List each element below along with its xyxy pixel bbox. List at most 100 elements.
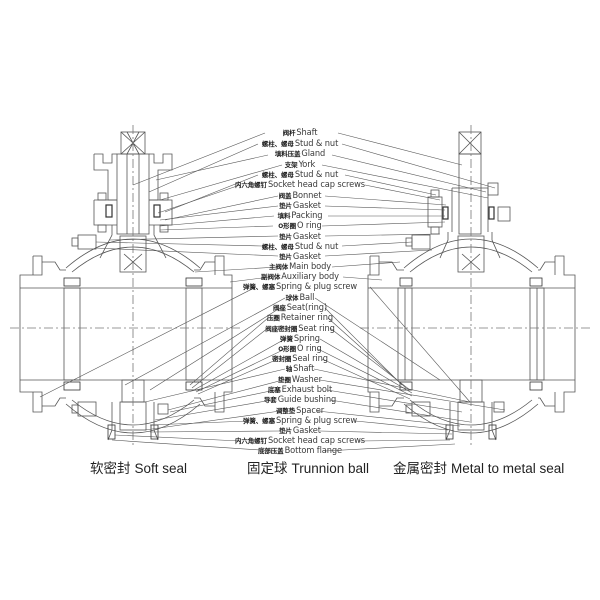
label-socket-head-cap-screws-2: 内六角螺钉Socket head cap screws bbox=[0, 436, 600, 446]
label-en: Stud & nut bbox=[294, 138, 339, 149]
label-exhaust-bolt: 底塞Exhaust bolt bbox=[0, 385, 600, 395]
label-en: Stud & nut bbox=[294, 169, 339, 180]
label-en: Socket head cap screws bbox=[268, 179, 366, 190]
label-en: Exhaust bolt bbox=[281, 384, 333, 395]
label-cn: 垫片 bbox=[279, 202, 292, 210]
label-cn: 支架 bbox=[284, 161, 298, 169]
label-cn: 调整垫 bbox=[275, 407, 296, 415]
label-en: Gasket bbox=[292, 251, 321, 262]
label-en: Shaft bbox=[296, 127, 318, 138]
label-retainer-ring: 压圈Retainer ring bbox=[0, 313, 600, 323]
label-o-ring: O形圈O ring bbox=[0, 221, 600, 231]
label-en: Guide bushing bbox=[277, 394, 337, 405]
label-socket-head-cap-screws: 内六角螺钉Socket head cap screws bbox=[0, 180, 600, 190]
label-cn: O形圈 bbox=[278, 222, 296, 230]
label-cn: 轴 bbox=[285, 365, 293, 373]
label-cn: 垫片 bbox=[279, 427, 292, 435]
caption-cn: 软密封 bbox=[90, 461, 131, 476]
label-stud-nut: 螺柱、螺母Stud & nut bbox=[0, 139, 600, 149]
label-seat-ring-holder: 阀座Seat(ring) bbox=[0, 303, 600, 313]
label-en: York bbox=[298, 159, 316, 170]
label-spacer: 调整垫Spacer bbox=[0, 406, 600, 416]
label-en: O ring bbox=[296, 343, 322, 354]
label-cn: 内六角螺钉 bbox=[234, 181, 267, 189]
label-en: Seat(ring) bbox=[286, 302, 328, 313]
label-ball: 球体Ball bbox=[0, 293, 600, 303]
label-en: Bonnet bbox=[292, 190, 322, 201]
label-cn: 阀杆 bbox=[282, 129, 296, 137]
label-en: Packing bbox=[291, 210, 323, 221]
label-o-ring-2: O形圈O ring bbox=[0, 344, 600, 354]
label-seal-ring: 密封圈Seal ring bbox=[0, 354, 600, 364]
label-cn: 导套 bbox=[263, 396, 277, 404]
label-en: Spring & plug screw bbox=[275, 415, 358, 426]
label-en: Retainer ring bbox=[280, 312, 334, 323]
label-main-body: 主阀体Main body bbox=[0, 262, 600, 272]
label-cn: 副阀体 bbox=[261, 273, 281, 281]
label-cn: 螺柱、螺母 bbox=[261, 243, 294, 251]
label-spring-plug-screw: 弹簧、螺塞Spring & plug screw bbox=[0, 282, 600, 292]
label-en: Gasket bbox=[292, 231, 321, 242]
label-packing: 填料Packing bbox=[0, 211, 600, 221]
label-gasket: 垫片Gasket bbox=[0, 201, 600, 211]
label-cn: 填料 bbox=[277, 212, 291, 220]
label-en: Gland bbox=[301, 148, 326, 159]
label-en: Gasket bbox=[292, 425, 321, 436]
label-en: Socket head cap screws bbox=[268, 435, 366, 446]
caption-en: Metal to metal seal bbox=[451, 461, 565, 476]
label-cn: 密封圈 bbox=[272, 355, 292, 363]
label-en: Washer bbox=[291, 374, 322, 385]
caption-cn: 金属密封 bbox=[393, 461, 447, 476]
label-york: 支架York bbox=[0, 160, 600, 170]
label-bottom-flange: 底部压盖Bottom flange bbox=[0, 446, 600, 456]
label-cn: 底部压盖 bbox=[257, 447, 284, 455]
label-spring-plug-screw-2: 弹簧、螺塞Spring & plug screw bbox=[0, 416, 600, 426]
label-cn: 弹簧、螺塞 bbox=[242, 283, 275, 291]
label-en: Gasket bbox=[292, 200, 321, 211]
label-stud-nut-3: 螺柱、螺母Stud & nut bbox=[0, 242, 600, 252]
label-cn: 螺柱、螺母 bbox=[261, 140, 294, 148]
label-gland: 填料压盖Gland bbox=[0, 149, 600, 159]
label-cn: 阀座 bbox=[272, 304, 286, 312]
label-cn: 压圈 bbox=[266, 314, 280, 322]
label-guide-bushing: 导套Guide bushing bbox=[0, 395, 600, 405]
label-auxiliary-body: 副阀体Auxiliary body bbox=[0, 272, 600, 282]
label-shaft-2: 轴Shaft bbox=[0, 364, 600, 374]
label-cn: 填料压盖 bbox=[274, 150, 301, 158]
right-valve-drawing bbox=[360, 125, 590, 445]
label-en: Spring bbox=[293, 333, 320, 344]
label-cn: 垫片 bbox=[279, 233, 292, 241]
left-valve-drawing bbox=[10, 125, 240, 445]
label-seat-ring: 阀座密封圈Seat ring bbox=[0, 324, 600, 334]
label-cn: 底塞 bbox=[267, 386, 281, 394]
label-cn: 内六角螺钉 bbox=[234, 437, 267, 445]
label-spring: 弹簧Spring bbox=[0, 334, 600, 344]
label-en: Bottom flange bbox=[284, 445, 343, 456]
label-en: Spring & plug screw bbox=[275, 281, 358, 292]
label-washer: 垫圈Washer bbox=[0, 375, 600, 385]
leader-lines bbox=[39, 132, 506, 452]
label-stud-nut-2: 螺柱、螺母Stud & nut bbox=[0, 170, 600, 180]
caption-metal-seal: 金属密封 Metal to metal seal bbox=[393, 457, 564, 477]
label-en: Shaft bbox=[293, 363, 315, 374]
label-cn: 球体 bbox=[285, 294, 299, 302]
label-gasket-3: 垫片Gasket bbox=[0, 252, 600, 262]
label-cn: 阀盖 bbox=[278, 192, 292, 200]
label-en: Auxiliary body bbox=[281, 271, 339, 282]
label-cn: O形圈 bbox=[278, 345, 296, 353]
caption-en: Trunnion ball bbox=[291, 461, 370, 476]
label-en: Seal ring bbox=[292, 353, 328, 364]
label-en: Main body bbox=[289, 261, 332, 272]
caption-cn: 固定球 bbox=[247, 461, 288, 476]
label-cn: 垫圈 bbox=[278, 376, 291, 384]
label-gasket-2: 垫片Gasket bbox=[0, 232, 600, 242]
label-shaft: 阀杆Shaft bbox=[0, 128, 600, 138]
label-cn: 垫片 bbox=[279, 253, 292, 261]
label-en: Stud & nut bbox=[294, 241, 339, 252]
label-gasket-4: 垫片Gasket bbox=[0, 426, 600, 436]
label-cn: 阀座密封圈 bbox=[265, 325, 298, 333]
